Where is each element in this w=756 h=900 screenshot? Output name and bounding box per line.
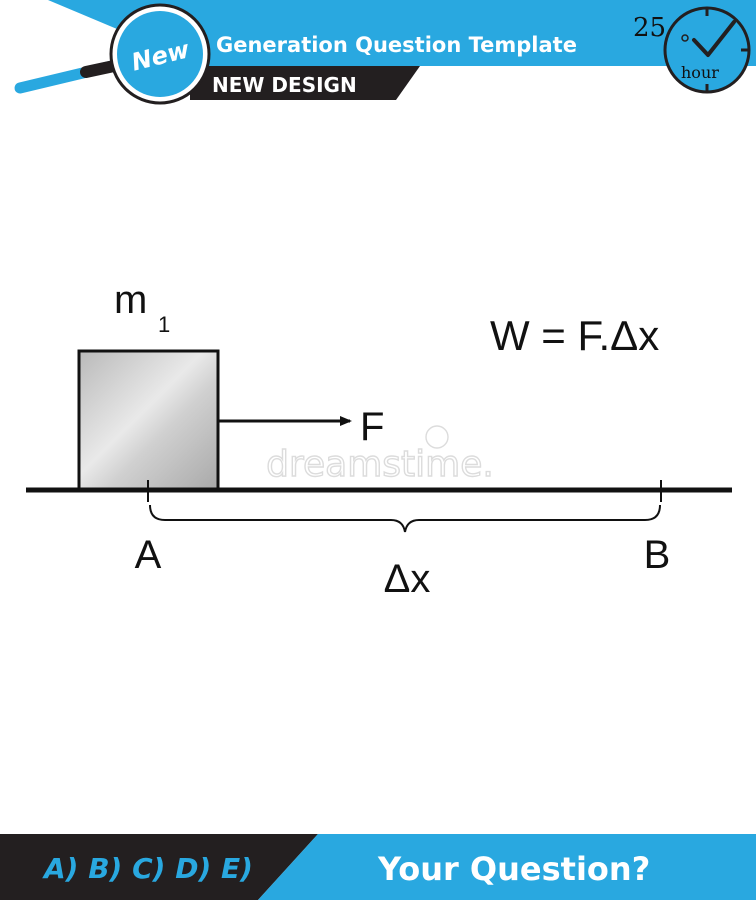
header-dark-band	[190, 66, 420, 100]
header-title: Generation Question Template	[216, 33, 577, 57]
work-formula: W = F.Δx	[490, 312, 659, 359]
timer-value: 25	[633, 13, 666, 43]
footer-dark-band	[0, 834, 318, 900]
answer-options: A) B) C) D) E)	[42, 852, 253, 885]
question-prompt: Your Question?	[377, 850, 650, 888]
block-m1	[77, 349, 220, 491]
footer-blue-band	[258, 834, 756, 900]
watermark-mark	[425, 425, 449, 449]
magnifier-icon: New	[14, 3, 211, 105]
header: Generation Question Template NEW DESIGN …	[14, 0, 756, 105]
mass-subscript: 1	[158, 312, 170, 337]
force-label: F	[360, 405, 384, 449]
header-blue-band	[48, 0, 756, 66]
checkmark-icon	[692, 20, 736, 57]
physics-diagram: m 1 F W = F.Δx A B Δx	[26, 278, 732, 601]
watermark: dreamstime.	[266, 444, 494, 485]
displacement-label: Δx	[384, 557, 431, 601]
displacement-brace	[149, 504, 661, 533]
clock-icon	[663, 6, 751, 94]
footer: A) B) C) D) E) Your Question?	[0, 834, 756, 900]
mass-label: m	[114, 278, 147, 322]
timer-unit: hour	[681, 63, 719, 82]
point-b-label: B	[644, 533, 671, 577]
point-a-label: A	[135, 533, 162, 577]
header-subtitle: NEW DESIGN	[212, 73, 357, 97]
